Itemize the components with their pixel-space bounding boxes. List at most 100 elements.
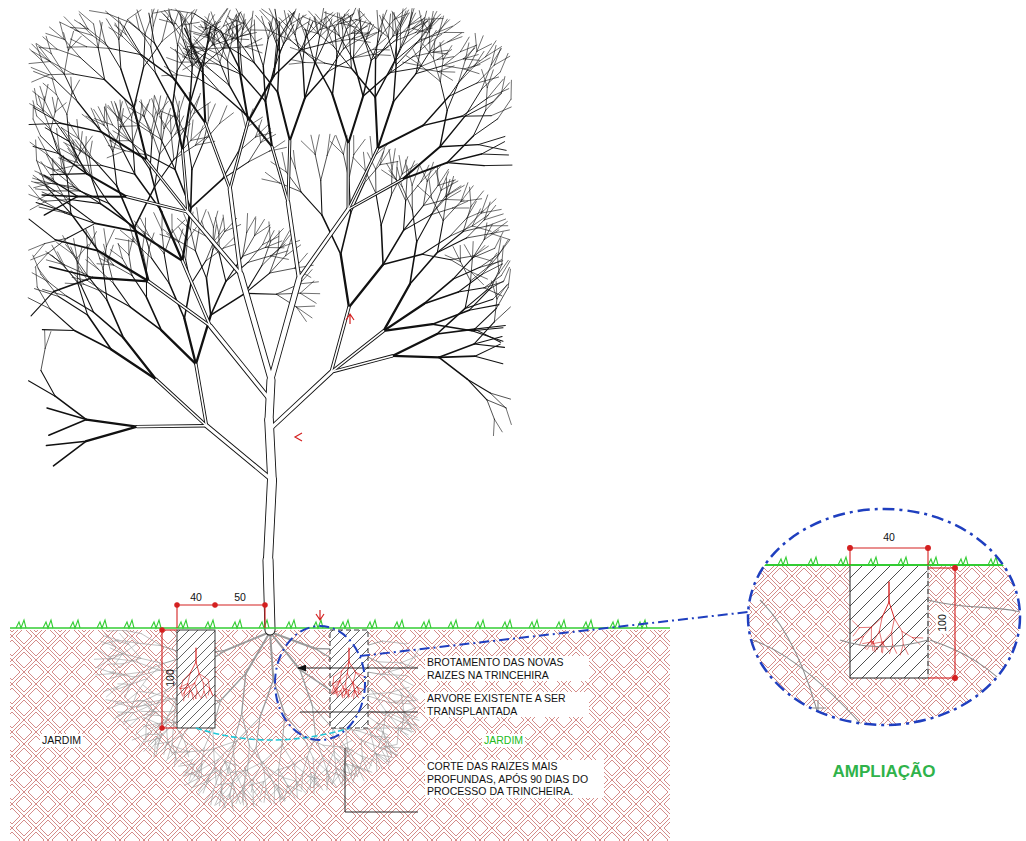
branch-line [428, 34, 441, 43]
branch-fill [196, 364, 207, 426]
branch-line [236, 773, 244, 793]
branch-line [204, 52, 220, 63]
branch-line [264, 788, 266, 802]
branch-line [305, 62, 325, 64]
branch-line [62, 128, 74, 145]
branch-line [34, 88, 37, 104]
branch-line [148, 721, 165, 733]
branch-line [491, 49, 501, 65]
branch-line [460, 262, 470, 281]
branch-line [443, 46, 452, 60]
branch-line [124, 672, 142, 674]
branch-line [67, 46, 87, 47]
branch-line [463, 213, 481, 231]
branch-line [32, 51, 50, 61]
branch-line [131, 107, 139, 126]
branch-line [871, 640, 873, 651]
branch-line [29, 219, 55, 240]
branch-line [39, 47, 57, 49]
grass-tuft [259, 620, 269, 628]
branch-line [119, 125, 139, 127]
branch-line [46, 441, 86, 445]
branch-line [278, 235, 290, 250]
branch-line [396, 728, 411, 729]
branch-line [86, 427, 137, 442]
branch-line [219, 218, 223, 234]
branch-line [255, 120, 261, 137]
branch-line [402, 147, 440, 180]
branch-line [334, 671, 342, 677]
branch-line [225, 762, 233, 773]
branch-line [484, 214, 503, 220]
branch-line [104, 687, 118, 692]
branch-line [350, 39, 352, 68]
branch-line [261, 134, 276, 142]
branch-line [330, 141, 343, 154]
branch-line [314, 18, 318, 34]
branch-line [487, 253, 497, 267]
branch-line [853, 628, 859, 636]
branch-line [111, 350, 156, 380]
branch-line [491, 46, 496, 65]
branch-line [474, 322, 494, 344]
branch-line [170, 48, 185, 58]
branch-line [402, 187, 412, 210]
branch-line [181, 18, 183, 40]
branch-line [465, 291, 486, 309]
branch-line [290, 98, 305, 140]
branch-line [71, 247, 78, 264]
branch-line [349, 662, 356, 672]
branch-line [326, 771, 341, 776]
branch-line [299, 18, 306, 37]
branch-line [333, 689, 337, 695]
branch-line [180, 684, 188, 688]
branch-line [246, 38, 262, 46]
branch-line [29, 61, 50, 63]
branch-line [41, 348, 45, 370]
branch-line [422, 20, 429, 32]
branch-line [375, 728, 388, 735]
branch-line [79, 267, 87, 281]
branch-line [494, 299, 497, 322]
branch-line [147, 297, 162, 330]
branch-line [327, 17, 339, 36]
branch-line [295, 14, 299, 35]
branch-line [349, 15, 351, 38]
branch-line [124, 630, 142, 633]
branch-line [419, 32, 444, 40]
branch-line [440, 116, 465, 146]
branch-line [221, 791, 225, 808]
branch-line [215, 768, 225, 778]
branch-line [214, 750, 225, 762]
branch-fill [205, 123, 230, 189]
branch-line [390, 68, 417, 73]
branch-line [203, 683, 210, 689]
branch-line [109, 703, 124, 709]
branch-line [168, 740, 173, 754]
branch-line [195, 251, 206, 279]
branch-line [81, 286, 93, 313]
branch-line [151, 47, 156, 73]
branch-line [64, 213, 95, 224]
branch-line [236, 16, 237, 39]
branch-line [402, 163, 447, 180]
branch-line [396, 44, 416, 65]
branch-line [161, 712, 173, 723]
branch-line [122, 643, 137, 654]
branch-line [291, 40, 314, 59]
branch-line [853, 621, 860, 628]
branch-line [182, 150, 187, 212]
grass-tuft [583, 620, 593, 628]
branch-line [233, 713, 242, 746]
branch-line [144, 738, 160, 742]
branch-line [255, 133, 271, 137]
branch-fill [230, 189, 241, 274]
branch-line [423, 116, 462, 125]
branch-fill [207, 426, 272, 480]
branch-line [110, 630, 124, 631]
branch-line [264, 770, 266, 788]
branch-line [480, 254, 499, 267]
branch-line [439, 356, 475, 357]
grass-tuft [958, 557, 968, 565]
branch-line [278, 769, 279, 787]
